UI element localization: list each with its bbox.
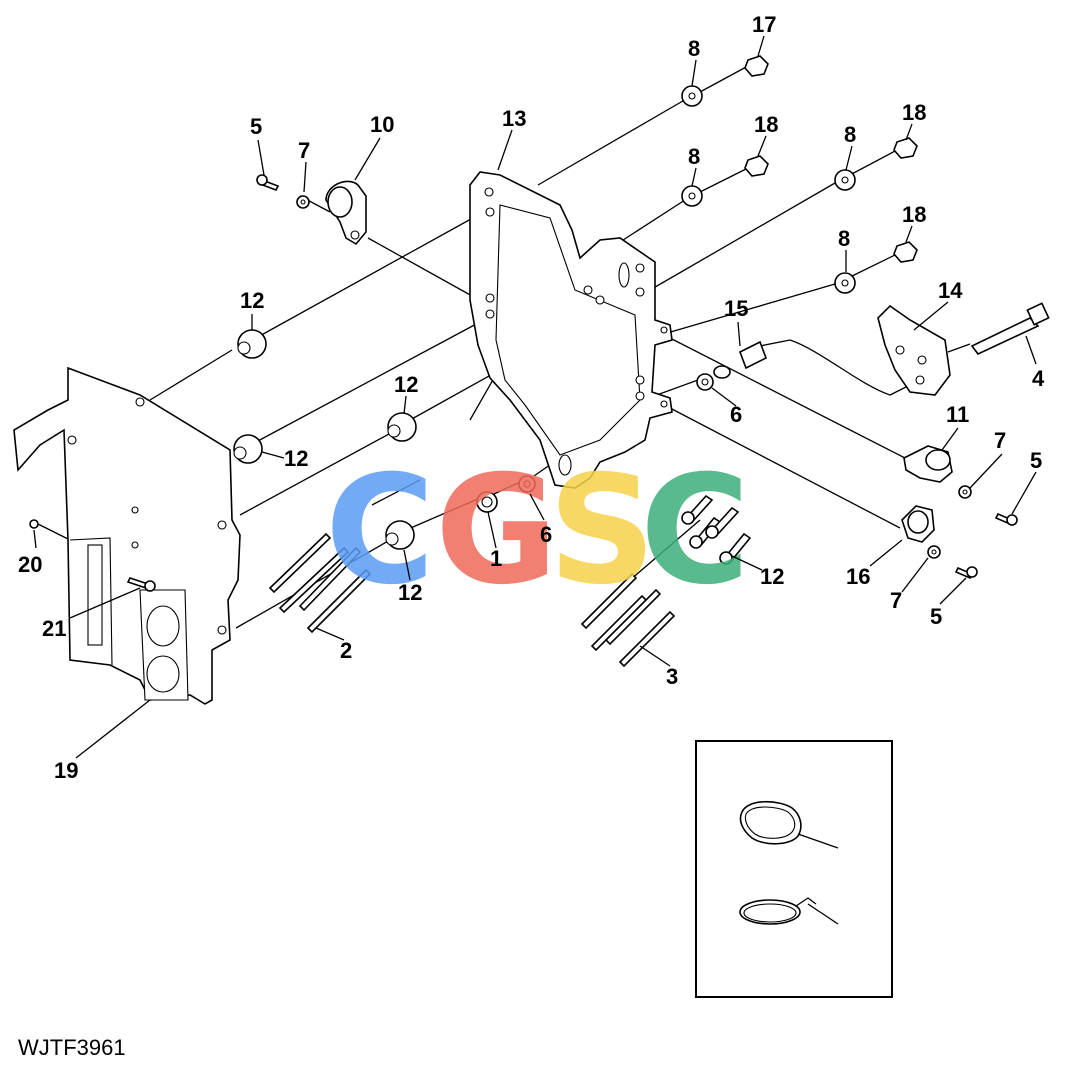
callout-13: 12 (760, 564, 784, 589)
watermark-letter: C (640, 444, 750, 618)
callout-20: 19 (54, 758, 78, 783)
callout-8: 8 (838, 226, 850, 251)
callout-10: 10 (370, 112, 394, 137)
callout-11: 11 (946, 402, 969, 427)
watermark: C G S C (325, 444, 750, 618)
callout-17: 16 (846, 564, 870, 589)
rubber-isolators (233, 329, 498, 550)
callout-12: 12 (398, 580, 422, 605)
callout-6: 6 (540, 522, 552, 547)
callout-18: 18 (754, 112, 778, 137)
mounting-frame (469, 171, 673, 489)
callout-8: 8 (688, 36, 700, 61)
callout-3: 3 (666, 664, 678, 689)
callout-labels: 1 2 3 4 5 5 5 6 6 7 7 7 8 8 8 8 9 10 11 … (18, 12, 1045, 943)
callout-leaders (33, 35, 1037, 759)
callout-14: 13 (502, 106, 526, 131)
seal-ring-19 (739, 800, 839, 849)
callout-15: 14 (938, 278, 963, 303)
long-bolt (970, 302, 1050, 355)
callout-18: 18 (902, 100, 926, 125)
nuts-and-washers (296, 55, 972, 559)
callout-7: 7 (994, 428, 1006, 453)
callout-7: 7 (298, 138, 310, 163)
callout-8: 8 (688, 144, 700, 169)
callout-8: 8 (844, 122, 856, 147)
side-clamps (901, 445, 953, 543)
bolt-set-2 (268, 532, 372, 634)
bolt-set-13 (681, 494, 752, 565)
callout-18: 18 (902, 202, 926, 227)
callout-22: 21 (42, 616, 66, 641)
support-bracket (877, 304, 951, 396)
callout-1: 1 (490, 546, 502, 571)
callout-16: 15 (724, 296, 748, 321)
rear-cover-plate (13, 366, 241, 705)
callout-5: 5 (250, 114, 262, 139)
callout-2: 2 (340, 638, 352, 663)
watermark-letter: C (325, 444, 435, 618)
watermark-letter: S (548, 444, 656, 618)
callout-12: 12 (240, 288, 264, 313)
callout-5: 5 (930, 604, 942, 629)
callout-12: 12 (394, 372, 418, 397)
callout-18: 17 (752, 12, 776, 37)
callout-7: 7 (890, 588, 902, 613)
callout-21: 20 (18, 552, 42, 577)
callout-5: 5 (1030, 448, 1042, 473)
small-screws (29, 174, 1018, 592)
leader-lines (37, 65, 971, 629)
clamp-bracket (325, 180, 367, 246)
diagram-code: WJTF3961 (18, 1035, 126, 1060)
watermark-letter: G (435, 444, 558, 618)
pivot-pin (713, 340, 768, 379)
hose-clamp-9 (739, 897, 839, 925)
inset-box (695, 740, 893, 998)
callout-4: 4 (1032, 366, 1045, 391)
bolt-set-3 (580, 572, 676, 668)
callout-12: 12 (284, 446, 308, 471)
callout-6: 6 (730, 402, 742, 427)
